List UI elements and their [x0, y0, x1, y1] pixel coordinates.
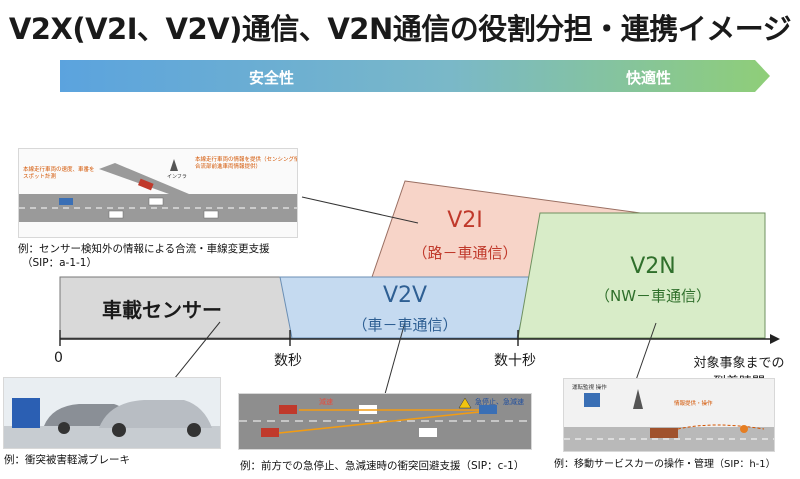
region-v2v-sub: （車－車通信）: [335, 314, 475, 335]
mobility-caption: 例：移動サービスカーの操作・管理（SIP：h-1）: [554, 455, 776, 470]
region-v2n-sub: （NW－車通信）: [578, 285, 728, 306]
region-v2i-label: V2I: [410, 208, 520, 233]
merge-note-left: 本線走行車両の速度、車番を スポット計測: [23, 167, 95, 181]
avoid-illustration: 減速 急停止、急減速: [238, 393, 532, 450]
monitor-icon: [584, 393, 600, 407]
time-axis-arrowhead: [770, 334, 780, 344]
avoid-tag-stop: 急停止、急減速: [475, 397, 524, 407]
region-v2v-label: V2V: [350, 283, 460, 308]
region-v2i-sub: （路－車通信）: [395, 242, 535, 263]
infra-sensor-icon: [170, 159, 178, 171]
region-sensor-label: 車載センサー: [62, 294, 262, 323]
mobility-illustration: 運転監視 操作 情報提供・操作: [563, 378, 775, 452]
car-icon: [109, 211, 123, 218]
antenna-icon: [633, 389, 643, 409]
merge-sensor-tag: インフラ: [167, 173, 187, 180]
axis-end-label-line1: 対象事象までの: [683, 352, 795, 371]
banner-label-safety: 安全性: [249, 67, 294, 88]
car-icon: [261, 428, 279, 437]
axis-tick-label-seconds: 数秒: [274, 350, 302, 370]
car-icon: [419, 428, 437, 437]
avoid-caption: 例：前方での急停止、急減速時の衝突回避支援（SIP：c-1）: [240, 458, 524, 473]
region-v2n-label: V2N: [598, 254, 708, 279]
axis-tick-label-tens-seconds: 数十秒: [494, 350, 536, 370]
merge-caption-line2: （SIP：a-1-1）: [22, 255, 97, 270]
service-car-icon: [650, 428, 678, 438]
merge-caption-line1: 例：センサー検知外の情報による合流・車線変更支援: [18, 241, 270, 256]
mobility-tag-info: 情報提供・操作: [674, 399, 713, 407]
brake-caption: 例：衝突被害軽減ブレーキ: [4, 452, 130, 467]
merge-note-right: 本線走行車両の情報を提供（センシング情報 合流部前進車両情報提供）: [195, 157, 298, 171]
car-icon: [204, 211, 218, 218]
avoid-tag-decel: 減速: [319, 397, 333, 407]
car-icon: [149, 198, 163, 205]
mobility-tag-center: 運転監視 操作: [572, 383, 607, 391]
barrier-icon: [12, 398, 40, 428]
warning-icon: [459, 398, 471, 408]
banner-label-comfort: 快適性: [626, 67, 671, 88]
car-icon: [279, 405, 297, 414]
car-icon: [59, 198, 73, 205]
brake-illustration: [3, 377, 221, 449]
axis-tick-label-0: 0: [54, 350, 63, 366]
merge-illustration: 本線走行車両の速度、車番を スポット計測 本線走行車両の情報を提供（センシング情…: [18, 148, 298, 238]
